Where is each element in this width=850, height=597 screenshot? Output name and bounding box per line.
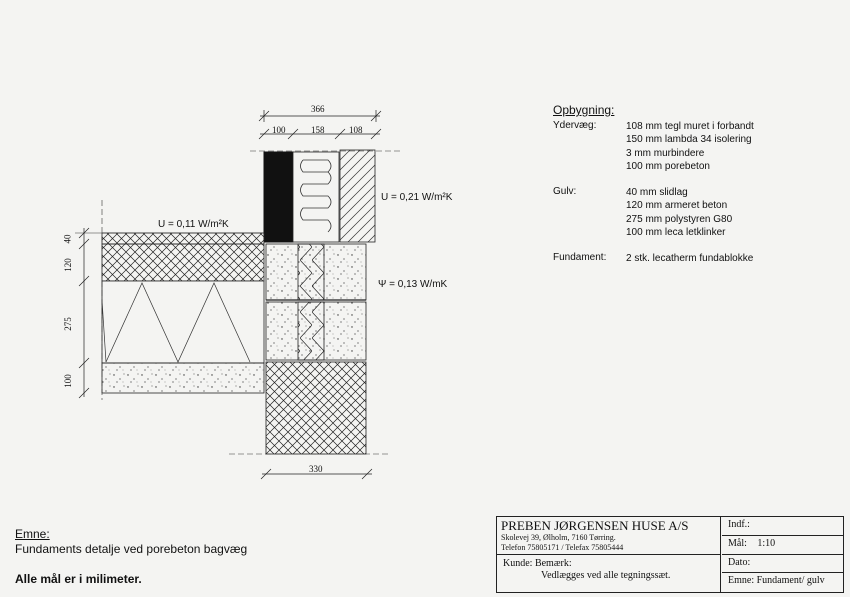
subject-heading: Emne:: [15, 527, 50, 541]
foundation-block-upper: [265, 243, 367, 301]
dim-top-total: 366: [311, 104, 325, 114]
indf-label: Indf.:: [728, 519, 750, 530]
customer-cell: Kunde: Bemærk: Vedlægges ved alle tegnin…: [497, 555, 721, 592]
brick-outer-leaf: [339, 149, 376, 243]
porebeton-wall: [263, 151, 294, 243]
measure-note: Alle mål er i milimeter.: [15, 572, 142, 586]
spec-foundation-label: Fundament:: [553, 252, 607, 263]
tb-subject-value: Fundament/ gulv: [756, 575, 825, 586]
indf-cell: Indf.:: [722, 517, 843, 536]
left-dimension-line: [78, 227, 90, 399]
spec-wall-label: Ydervæg:: [553, 120, 597, 131]
floor-concrete: [101, 243, 265, 282]
company-cell: PREBEN JØRGENSEN HUSE A/S Skolevej 39, Ø…: [497, 517, 721, 555]
scale-cell: Mål: 1:10: [722, 536, 843, 555]
scale-label: Mål:: [728, 538, 747, 549]
dim-left-polystyrene: 275: [62, 317, 73, 331]
date-cell: Dato:: [722, 555, 843, 573]
dim-top-part-3: 108: [349, 125, 363, 135]
floor-polystyrene: [101, 280, 265, 364]
floor-screed: [101, 232, 265, 245]
scale-value: 1:10: [757, 538, 776, 549]
u-value-floor: U = 0,11 W/m²K: [158, 219, 229, 230]
spec-foundation-line: 2 stk. lecatherm fundablokke: [626, 253, 754, 264]
spec-wall-line: 108 mm tegl muret i forbandt: [626, 121, 754, 132]
psi-value: Ψ = 0,13 W/mK: [378, 279, 448, 290]
company-name: PREBEN JØRGENSEN HUSE A/S: [501, 518, 689, 533]
dim-left-leca: 100: [62, 374, 73, 388]
customer-label: Kunde:: [503, 558, 533, 569]
dim-left-slidlag: 40: [62, 234, 73, 244]
title-block: PREBEN JØRGENSEN HUSE A/S Skolevej 39, Ø…: [496, 516, 844, 593]
company-address: Skolevej 39, Ølholm, 7160 Tørring.: [501, 533, 616, 542]
dim-bottom: 330: [309, 464, 323, 474]
subject-text: Fundaments detalje ved porebeton bagvæg: [15, 542, 248, 556]
foundation-block-lower: [265, 301, 367, 361]
concrete-footing: [265, 361, 367, 455]
floor-leca: [101, 362, 265, 394]
subject-cell: Emne: Fundament/ gulv: [722, 573, 843, 592]
spec-floor-label: Gulv:: [553, 186, 577, 197]
dim-top-part-1: 100: [272, 125, 286, 135]
spec-wall-line: 100 mm porebeton: [626, 161, 710, 173]
remark-text: Vedlægges ved alle tegningssæt.: [541, 570, 671, 581]
spec-wall-line: 3 mm murbindere: [626, 147, 705, 159]
remark-label: Bemærk:: [534, 558, 572, 569]
spec-floor-line: 40 mm slidlag: [626, 187, 688, 198]
spec-wall-line: 150 mm lambda 34 isolering: [626, 134, 752, 146]
top-dimension-lines: [258, 110, 382, 140]
dim-top-part-2: 158: [311, 125, 325, 135]
spec-floor-line: 275 mm polystyren G80: [626, 213, 733, 225]
wall-insulation: [292, 151, 340, 243]
spec-heading: Opbygning:: [553, 103, 615, 117]
spec-floor-line: 120 mm armeret beton: [626, 200, 728, 212]
dim-left-concrete: 120: [62, 258, 73, 272]
spec-floor-line: 100 mm leca letklinker: [626, 227, 726, 239]
date-label: Dato:: [728, 557, 751, 568]
tb-subject-label: Emne:: [728, 575, 755, 586]
company-phone: Telefon 75805171 / Telefax 75805444: [501, 543, 624, 552]
u-value-wall: U = 0,21 W/m²K: [381, 192, 453, 203]
bottom-dimension-line: [260, 468, 373, 480]
